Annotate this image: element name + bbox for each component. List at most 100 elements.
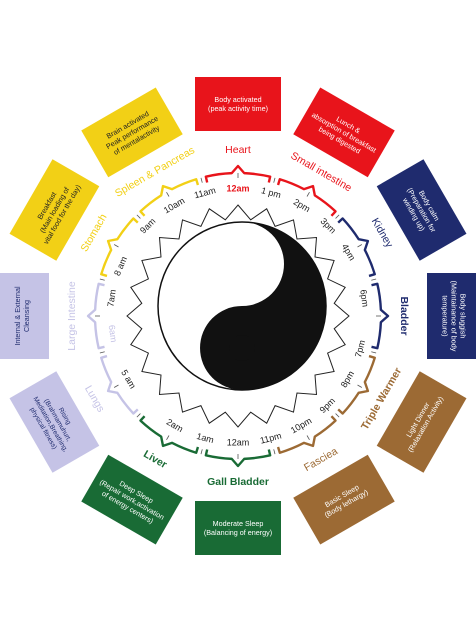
lunch-box-bg xyxy=(293,87,395,178)
moderate-sleep-text-line: Moderate Sleep xyxy=(213,519,264,528)
light-dinner-box: Light Dinner(Relaxation Activity) xyxy=(376,371,467,473)
hour-tick xyxy=(306,435,310,441)
cleansing-text-line: Cleansing xyxy=(22,300,31,332)
body-calm-box-bg xyxy=(376,159,467,261)
hour-tick xyxy=(306,191,310,197)
hour-label: 11pm xyxy=(259,430,283,445)
kidney-bracket xyxy=(337,217,376,278)
cleansing-text-line: Internal & External xyxy=(13,286,22,346)
moderate-sleep-text: Moderate Sleep(Balancing of energy) xyxy=(204,519,272,537)
hour-label: 3pm xyxy=(319,216,338,235)
activity-boxes: Body activated(peak activity time) Lunch … xyxy=(0,77,476,555)
hour-label: 9am xyxy=(138,216,157,235)
rising-box: Rising(Brahmamuhurt,Meditation,Breathing… xyxy=(9,371,100,473)
hour-label: 11am xyxy=(193,185,217,200)
hour-label: 7pm xyxy=(353,339,367,359)
body-activated-box-bg xyxy=(195,77,281,131)
hour-tick xyxy=(200,449,203,455)
brain-activated-box: Brain activatedPeak performanceof mental… xyxy=(81,87,183,178)
spleen-pancreas-bracket xyxy=(139,178,200,217)
stomach-bracket xyxy=(100,217,139,278)
gall-bladder-label: Gall Bladder xyxy=(207,476,269,488)
lunch-box: Lunch &absorption of breakfastbeing dige… xyxy=(293,87,395,178)
moderate-sleep-box: Moderate Sleep(Balancing of energy) xyxy=(195,501,281,555)
hour-tick xyxy=(166,191,170,197)
hour-tick xyxy=(113,384,119,388)
body-sluggish-box-bg xyxy=(427,273,476,359)
hour-tick xyxy=(371,278,377,281)
small-intestine-bracket xyxy=(276,178,337,217)
body-activated-box: Body activated(peak activity time) xyxy=(195,77,281,131)
hour-tick xyxy=(335,214,340,219)
body-sluggish-text-line: temperature) xyxy=(441,295,450,336)
basic-sleep-box: Basic Sleep(Body lethargy) xyxy=(293,454,395,545)
hour-tick xyxy=(99,278,105,281)
hour-tick xyxy=(136,214,141,219)
large-intestine-bracket xyxy=(86,282,105,350)
hour-tick xyxy=(357,384,363,388)
cleansing-box-bg xyxy=(0,273,49,359)
body-sluggish-box: Body sluggish(Maintainance of bodytemper… xyxy=(427,273,476,359)
moderate-sleep-box-bg xyxy=(195,501,281,555)
bladder-bracket xyxy=(371,282,390,350)
hour-label: 10am xyxy=(162,195,186,215)
stomach-label: Stomach xyxy=(78,212,109,254)
body-sluggish-text: Body sluggish(Maintainance of bodytemper… xyxy=(441,281,468,352)
hour-label: 2pm xyxy=(292,197,312,214)
hour-label: 1 pm xyxy=(260,185,282,200)
hour-tick xyxy=(357,244,363,248)
hour-tick xyxy=(200,177,203,183)
hour-label: 4pm xyxy=(340,242,357,262)
kidney-label: Kidney xyxy=(369,216,396,250)
gall-bladder-bracket xyxy=(204,449,272,468)
lungs-bracket xyxy=(100,354,139,415)
fasciea-bracket xyxy=(276,415,337,454)
hour-tick xyxy=(113,244,119,248)
moderate-sleep-text-line: (Balancing of energy) xyxy=(204,528,272,537)
cleansing-text: Internal & ExternalCleansing xyxy=(13,286,31,346)
hour-label: 5 am xyxy=(119,368,138,390)
triple-warmer-bracket xyxy=(337,354,376,415)
body-sluggish-text-line: (Maintainance of body xyxy=(450,281,459,352)
hour-tick xyxy=(273,449,276,455)
hour-label: 1am xyxy=(196,431,216,445)
hour-label: 12am xyxy=(226,183,249,193)
body-activated-text: Body activated(peak activity time) xyxy=(208,95,268,113)
basic-sleep-box-bg xyxy=(293,454,395,545)
hour-label: 10pm xyxy=(289,415,313,435)
hour-tick xyxy=(99,351,105,354)
hour-label: 7am xyxy=(105,289,117,308)
hour-label: 6am xyxy=(107,324,119,343)
liver-label: Liver xyxy=(141,448,169,471)
bladder-label: Bladder xyxy=(398,296,410,335)
hour-tick xyxy=(273,177,276,183)
hour-label: 9pm xyxy=(318,396,337,415)
hour-ticks xyxy=(95,173,381,459)
breakfast-box-bg xyxy=(9,159,100,261)
organ-brackets xyxy=(86,164,390,468)
yin-yang-icon xyxy=(157,221,327,391)
hour-label: 2am xyxy=(165,417,185,434)
yin-yang-dark-dot xyxy=(229,335,255,361)
body-activated-text-line: Body activated xyxy=(214,95,261,104)
body-sluggish-text-line: Body sluggish xyxy=(458,294,467,339)
body-calm-box: Body calm(Preparation forwinding up) xyxy=(376,159,467,261)
brain-activated-box-bg xyxy=(81,87,183,178)
body-activated-text-line: (peak activity time) xyxy=(208,104,268,113)
hour-label: 12am xyxy=(227,437,250,447)
lungs-label: Lungs xyxy=(82,384,107,415)
hour-label: 8 am xyxy=(112,255,129,277)
liver-bracket xyxy=(139,415,200,454)
hour-tick xyxy=(371,351,377,354)
light-dinner-box-bg xyxy=(376,371,467,473)
heart-label: Heart xyxy=(225,144,251,156)
rising-box-bg xyxy=(9,371,100,473)
deep-sleep-box: Deep Sleep(Repair work,activationof ener… xyxy=(81,454,183,545)
fasciea-label: Fasciea xyxy=(302,445,340,474)
heart-bracket xyxy=(204,164,272,183)
cleansing-box: Internal & ExternalCleansing xyxy=(0,273,49,359)
hour-label: 8pm xyxy=(339,369,356,389)
large-intestine-label: Large Intestine xyxy=(66,281,78,351)
yin-yang-light-dot xyxy=(229,251,255,277)
